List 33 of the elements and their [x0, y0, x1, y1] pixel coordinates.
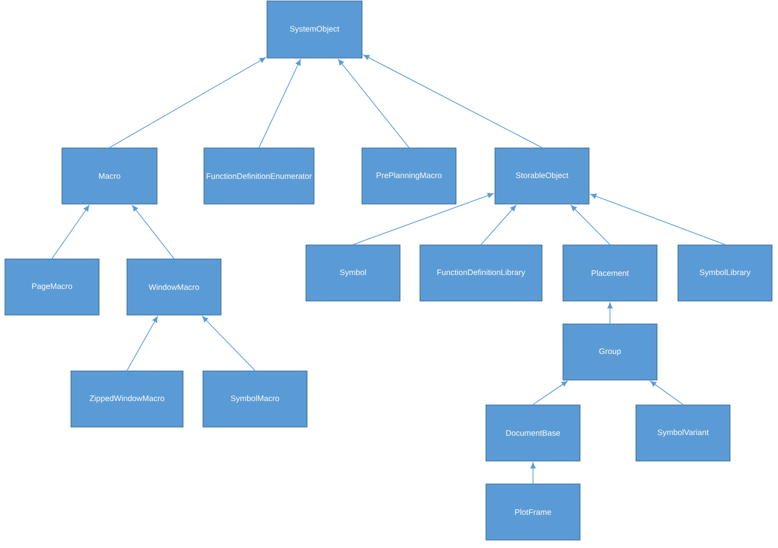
- arrow: [258, 59, 301, 148]
- class-box: PrePlanningMacro: [362, 148, 456, 204]
- class-box: DocumentBase: [486, 404, 580, 462]
- class-box: Placement: [562, 244, 658, 302]
- class-box: FunctionDefinitionEnumerator: [204, 148, 314, 204]
- arrow: [363, 54, 542, 148]
- class-box: FunctionDefinitionLibrary: [420, 244, 542, 302]
- arrow: [109, 57, 266, 148]
- arrow: [650, 380, 684, 405]
- class-box: PlotFrame: [486, 484, 580, 540]
- arrow: [480, 205, 516, 245]
- arrow: [532, 380, 568, 405]
- arrow: [132, 205, 174, 259]
- arrow: [126, 316, 158, 371]
- arrow: [202, 316, 256, 371]
- class-box: Group: [562, 324, 658, 380]
- arrow: [52, 205, 90, 259]
- arrow: [570, 205, 610, 245]
- class-box: Macro: [62, 148, 158, 204]
- class-box: SystemObject: [266, 0, 362, 58]
- arrow: [590, 194, 726, 245]
- class-box: WindowMacro: [126, 258, 222, 316]
- class-box: SymbolMacro: [202, 370, 308, 428]
- class-box: SymbolVariant: [636, 404, 730, 462]
- arrow: [530, 462, 536, 484]
- class-box: Symbol: [306, 244, 400, 302]
- arrow: [607, 302, 613, 324]
- class-box: PageMacro: [4, 258, 100, 316]
- arrow: [338, 59, 410, 148]
- class-box: StorableObject: [494, 148, 590, 204]
- class-box: ZippedWindowMacro: [70, 370, 184, 428]
- arrow: [352, 192, 494, 245]
- class-box: SymbolLibrary: [678, 244, 772, 302]
